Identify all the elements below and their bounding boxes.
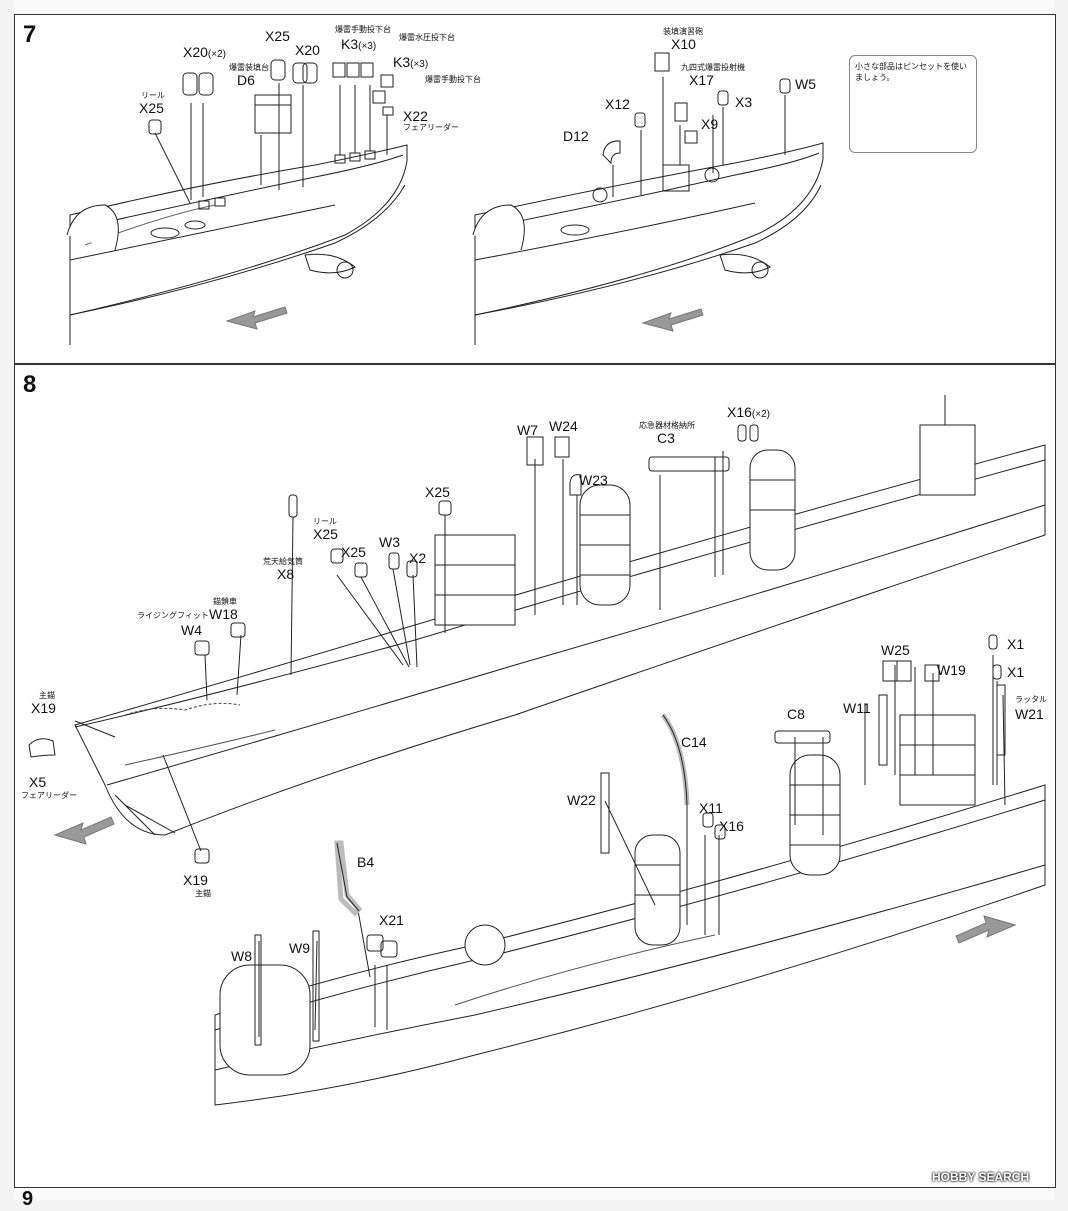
part-qty: (×3) bbox=[410, 59, 429, 70]
note: 荒天給気筒 bbox=[263, 557, 303, 566]
part-label: K3(×3) bbox=[341, 37, 376, 54]
step-7-drawing bbox=[66, 52, 962, 345]
part-label: X1 bbox=[1007, 636, 1025, 652]
note: フェアリーダー bbox=[21, 791, 77, 800]
part-label: W4 bbox=[181, 622, 202, 638]
part-label: X9 bbox=[701, 116, 719, 132]
part-label: X19 bbox=[31, 700, 56, 716]
part-id: X20 bbox=[183, 44, 208, 60]
step-9-number: 9 bbox=[22, 1188, 34, 1210]
part-label: X10 bbox=[671, 36, 696, 52]
part-qty: (×2) bbox=[751, 409, 770, 420]
note: 応急器材格納所 bbox=[639, 421, 695, 430]
note: 装填演習砲 bbox=[663, 27, 703, 36]
part-label: X3 bbox=[735, 94, 753, 110]
part-label: X16 bbox=[719, 818, 744, 834]
part-label: D12 bbox=[563, 128, 589, 144]
step-8-panel: 8 bbox=[14, 364, 1056, 1188]
part-label: W23 bbox=[579, 472, 608, 488]
part-label: X25 bbox=[139, 100, 164, 116]
part-label: C8 bbox=[787, 706, 805, 722]
step-7-panel: 7 bbox=[14, 14, 1056, 364]
part-label: W21 bbox=[1015, 706, 1044, 722]
note: 爆雷水圧投下台 bbox=[399, 33, 455, 42]
step-7-number: 7 bbox=[23, 21, 37, 48]
tip-box bbox=[849, 55, 977, 153]
part-label: X25 bbox=[341, 544, 366, 560]
part-label: X19 bbox=[183, 872, 208, 888]
note: 爆雷装填台 bbox=[229, 63, 269, 72]
note: 九四式爆雷投射機 bbox=[681, 63, 745, 72]
note: リール bbox=[313, 517, 337, 526]
part-label: X22 bbox=[403, 108, 428, 124]
part-id: K3 bbox=[341, 36, 359, 52]
part-label: X11 bbox=[699, 800, 723, 816]
note: 錨鎖車 bbox=[213, 597, 237, 606]
note: 主錨 bbox=[39, 691, 55, 700]
part-label: X2 bbox=[409, 550, 427, 566]
part-id: X16 bbox=[727, 404, 752, 420]
part-label: X20(×2) bbox=[183, 45, 226, 62]
part-label: X1 bbox=[1007, 664, 1025, 680]
watermark: HOBBY SEARCH bbox=[932, 1170, 1030, 1184]
part-qty: (×3) bbox=[358, 41, 377, 52]
part-label: W19 bbox=[937, 662, 966, 678]
tip-text: 小さな部品はピンセットを使いましょう。 bbox=[855, 62, 967, 82]
part-label: X17 bbox=[689, 72, 714, 88]
part-label: X20 bbox=[295, 42, 320, 58]
part-label: W18 bbox=[209, 606, 238, 622]
part-label: W24 bbox=[549, 418, 578, 434]
part-label: C3 bbox=[657, 430, 675, 446]
part-label: X12 bbox=[605, 96, 630, 112]
part-id: K3 bbox=[393, 54, 411, 70]
note: 主錨 bbox=[195, 889, 211, 898]
part-label: K3(×3) bbox=[393, 55, 428, 72]
part-label: X25 bbox=[425, 484, 450, 500]
part-label: W25 bbox=[881, 642, 910, 658]
part-label: C14 bbox=[681, 734, 707, 750]
note: ライジングフィット bbox=[137, 611, 209, 620]
instruction-page: 7 bbox=[14, 0, 1056, 1210]
step-8-number: 8 bbox=[23, 371, 37, 398]
note: ラッタル bbox=[1015, 695, 1047, 704]
part-label: W7 bbox=[517, 422, 538, 438]
note: 爆雷手動投下台 bbox=[335, 25, 391, 34]
part-qty: (×2) bbox=[207, 49, 226, 60]
note: フェアリーダー bbox=[403, 123, 459, 132]
part-label: W9 bbox=[289, 940, 310, 956]
part-label: X25 bbox=[265, 28, 290, 44]
part-label: W8 bbox=[231, 948, 252, 964]
part-label: X25 bbox=[313, 526, 338, 542]
part-label: X8 bbox=[277, 566, 295, 582]
part-label: X5 bbox=[29, 774, 47, 790]
note: 爆雷手動投下台 bbox=[425, 75, 481, 84]
part-label: D6 bbox=[237, 72, 255, 88]
part-label: X16(×2) bbox=[727, 405, 770, 422]
part-label: W11 bbox=[843, 700, 871, 716]
note: リール bbox=[141, 91, 165, 100]
step-8-drawing bbox=[28, 395, 1046, 1106]
part-label: W5 bbox=[795, 76, 816, 92]
part-label: B4 bbox=[357, 854, 375, 870]
part-label: W3 bbox=[379, 534, 400, 550]
part-label: W22 bbox=[567, 792, 596, 808]
part-label: X21 bbox=[379, 912, 404, 928]
